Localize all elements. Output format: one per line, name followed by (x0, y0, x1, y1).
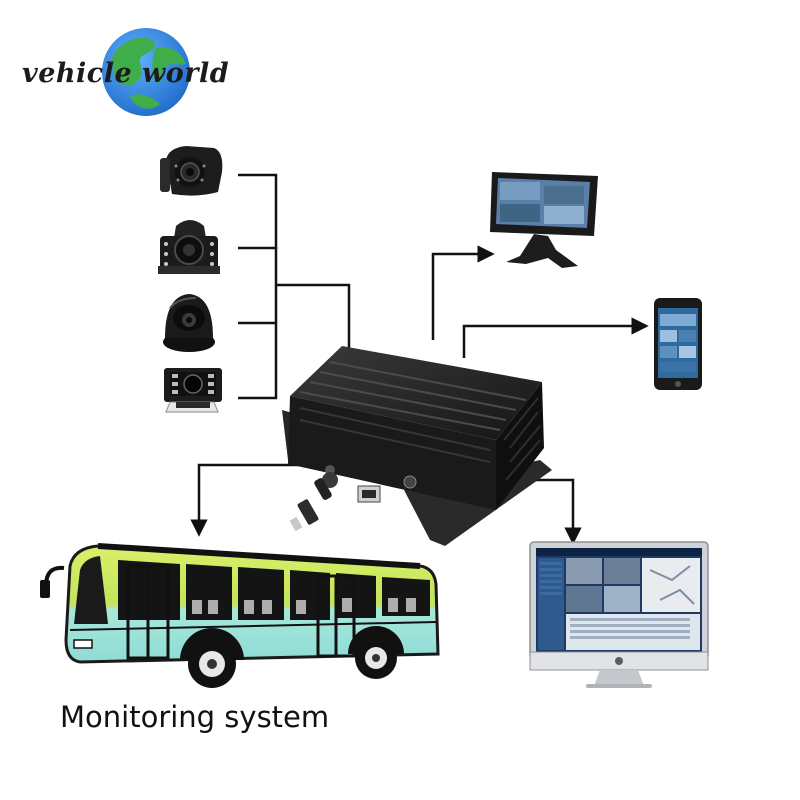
logo-text: vehicle world (22, 58, 230, 89)
key-icon (289, 472, 338, 532)
mdvr-icon (282, 346, 552, 546)
phone-icon (654, 298, 702, 390)
input-connector-lines (238, 173, 351, 400)
monitor-icon (490, 172, 598, 268)
side-camera-icon (160, 146, 223, 196)
rear-camera-icon (164, 368, 222, 413)
ir-camera-icon (158, 220, 220, 274)
bus-icon (40, 543, 440, 688)
globe-logo-icon (102, 28, 190, 116)
dome-camera-icon (163, 294, 215, 352)
computer-icon (529, 541, 709, 688)
diagram-caption: Monitoring system (60, 700, 330, 734)
output-connector-lines (190, 245, 649, 545)
